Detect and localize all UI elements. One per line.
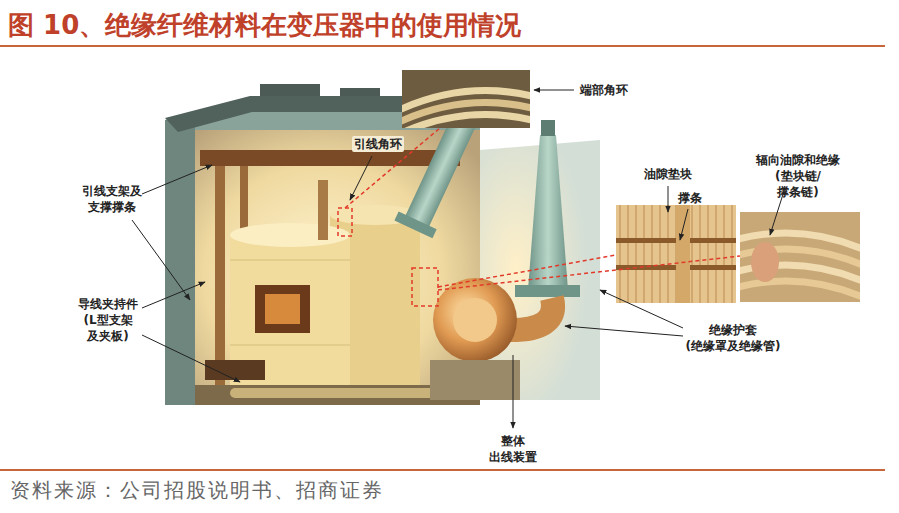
tank [260,84,320,96]
part-label: 绝缘护套 (绝缘罩及绝缘管) [684,322,783,354]
tank [165,120,195,405]
tank [230,345,350,346]
leader-lines [668,186,669,212]
tank [230,388,450,398]
leader-lines [142,165,212,194]
leader-lines [513,355,514,428]
tank [255,285,310,333]
tank [318,180,328,240]
outlet-device [528,135,568,290]
part-label: 辐向油隙和绝缘 (垫块链/撑条链) [754,152,842,200]
leader-lines [565,326,683,336]
outlet-device [453,298,497,342]
photo-inset [402,115,530,128]
outlet-device [394,211,436,238]
photo-inset [402,70,530,128]
transformer-illustration [0,45,885,47]
photo-inset [740,212,860,302]
tank [165,100,480,405]
highlight-marks [438,255,616,287]
leader-lines [534,90,574,91]
leader-lines [132,220,190,300]
photo-inset [740,281,860,298]
tank [200,150,460,166]
tank [215,166,225,386]
photo-inset [616,205,736,303]
tank [165,84,480,405]
leader-lines [600,290,683,328]
leader-lines [350,156,372,200]
leader-lines [680,209,688,240]
transformer-illustration [0,469,885,471]
leader-lines [132,90,785,428]
outlet-device [515,285,580,297]
outlet-device [394,109,600,400]
part-label: 整体 出线装置 [487,433,539,465]
part-label: 端部角环 [578,82,630,98]
part-label: 引线支架及 支撑撑条 [80,183,144,215]
outlet-device [430,360,520,400]
outlet-device [433,278,517,362]
outlet-device [394,109,484,238]
source-caption: 资料来源：公司招股说明书、招商证券 [10,477,384,504]
outlet-device [404,112,477,230]
outlet-device [541,120,555,136]
highlight-marks [345,128,440,208]
figure-title: 图 10、绝缘纤维材料在变压器中的使用情况 [8,8,521,43]
tank [230,223,350,247]
photo-inset [620,205,732,303]
highlight-marks [338,128,740,306]
part-label: 引线角环 [352,136,404,152]
highlight-marks [338,208,352,236]
part-label: 撑条 [676,190,704,206]
tank [265,294,300,324]
highlight-marks [412,268,438,306]
tank [340,88,380,96]
tank [230,260,350,261]
photo-inset [751,242,779,282]
part-label: 油隙垫块 [642,166,694,182]
photo-inset [616,205,736,303]
photo-inset [676,205,690,303]
part-label: 导线夹持件 (L型支架 及夹板) [76,296,140,344]
leader-lines [142,282,205,308]
highlight-marks [438,256,740,290]
leader-lines [142,335,240,382]
